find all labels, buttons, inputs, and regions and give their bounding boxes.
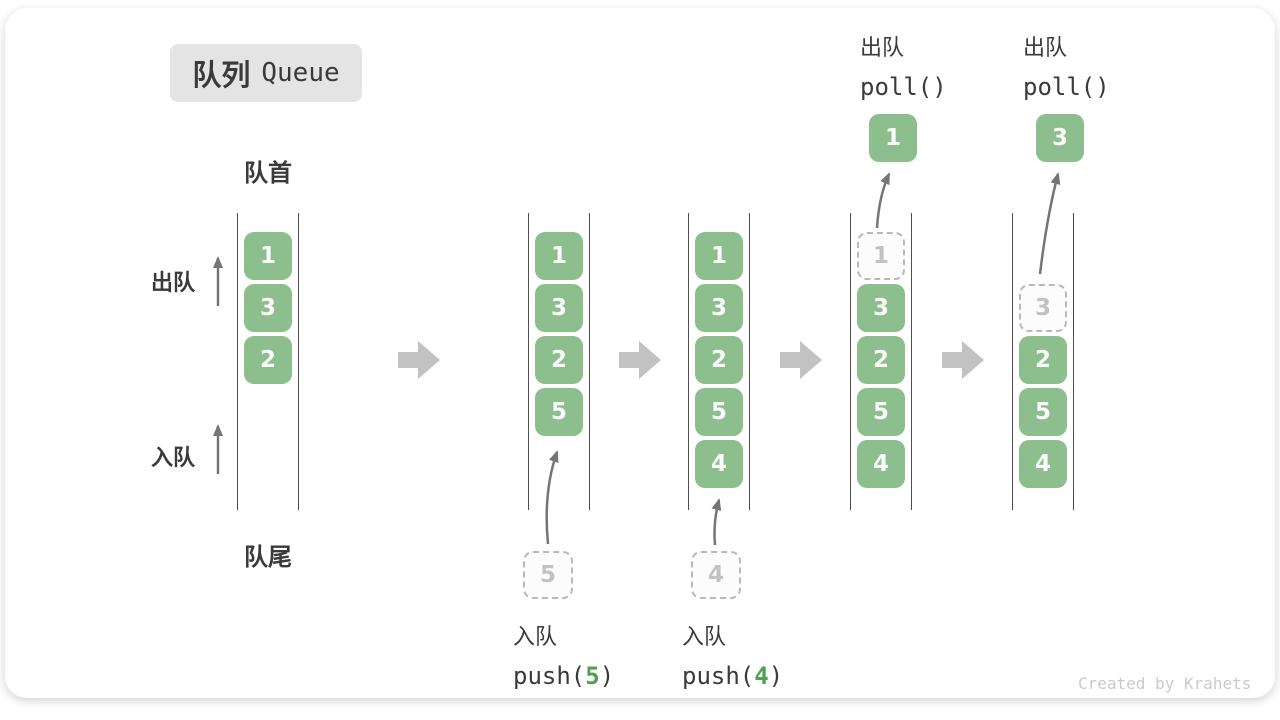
code-arg: 5: [585, 662, 600, 690]
queue-item: 4: [857, 440, 905, 488]
title-badge: 队列 Queue: [170, 44, 362, 102]
code-text: ): [768, 662, 784, 690]
diagram-card: [5, 8, 1275, 698]
operation-code: poll(): [1023, 73, 1110, 101]
queue-item: 2: [695, 336, 743, 384]
queue-item-ghost: 1: [857, 232, 905, 280]
label-enqueue-side: 入队: [151, 445, 196, 470]
queue-item: 5: [535, 388, 583, 436]
operation-code: push(4): [682, 662, 783, 690]
popped-item: 3: [1036, 114, 1084, 162]
operation-label: 出队: [860, 35, 905, 60]
queue-item: 5: [857, 388, 905, 436]
operation-code: push(5): [513, 662, 614, 690]
operation-enqueue-2: 入队 push(4): [682, 619, 783, 690]
queue-item: 3: [857, 284, 905, 332]
queue-item: 2: [857, 336, 905, 384]
queue-item: 2: [1019, 336, 1067, 384]
queue-item: 2: [244, 336, 292, 384]
operation-label: 入队: [682, 624, 727, 649]
title-chinese: 队列: [192, 60, 251, 92]
code-arg: 4: [754, 662, 769, 690]
queue-item: 5: [695, 388, 743, 436]
queue-item: 3: [695, 284, 743, 332]
popped-item: 1: [869, 114, 917, 162]
queue-item: 1: [695, 232, 743, 280]
operation-dequeue-2: 出队 poll(): [1023, 30, 1110, 101]
label-dequeue-side: 出队: [151, 270, 196, 295]
code-text: push(: [513, 662, 586, 690]
operation-label: 入队: [513, 624, 558, 649]
label-queue-front: 队首: [244, 160, 292, 187]
queue-item: 1: [244, 232, 292, 280]
operation-code: poll(): [860, 73, 947, 101]
queue-column-1: 1 3 2: [237, 213, 299, 510]
watermark-credit: Created by Krahets: [1078, 674, 1252, 693]
queue-item: 4: [695, 440, 743, 488]
operation-enqueue-1: 入队 push(5): [513, 619, 614, 690]
staged-item: 5: [523, 551, 573, 599]
queue-column-4: 1 3 2 5 4: [850, 213, 912, 510]
queue-item: 2: [535, 336, 583, 384]
queue-item: 1: [535, 232, 583, 280]
queue-item: 3: [244, 284, 292, 332]
queue-item: 4: [1019, 440, 1067, 488]
operation-label: 出队: [1023, 35, 1068, 60]
staged-item: 4: [691, 551, 741, 599]
queue-item-ghost: 3: [1019, 284, 1067, 332]
queue-item: 5: [1019, 388, 1067, 436]
queue-column-2: 1 3 2 5: [528, 213, 590, 510]
queue-column-5: 3 2 5 4: [1012, 213, 1074, 510]
queue-item: 3: [535, 284, 583, 332]
code-text: push(: [682, 662, 755, 690]
title-english: Queue: [261, 58, 340, 88]
operation-dequeue-1: 出队 poll(): [860, 30, 947, 101]
queue-column-3: 1 3 2 5 4: [688, 213, 750, 510]
label-queue-rear: 队尾: [244, 544, 292, 571]
code-text: ): [599, 662, 615, 690]
